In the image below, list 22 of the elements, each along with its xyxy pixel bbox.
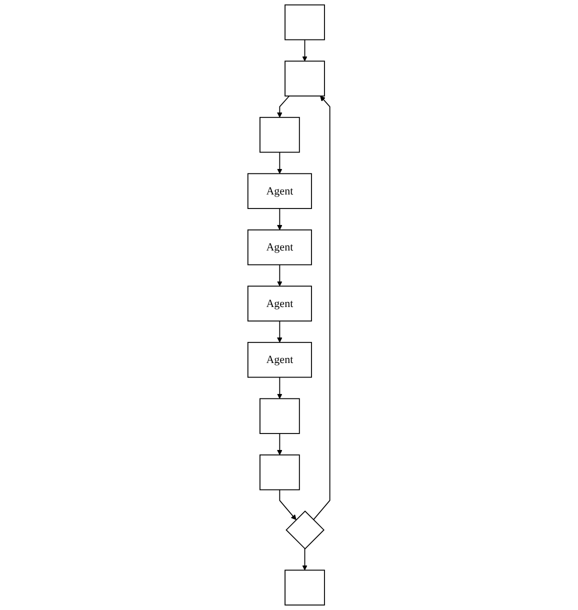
node-box <box>284 60 326 96</box>
node-box <box>260 454 300 490</box>
arrow <box>302 548 308 570</box>
arrow <box>277 208 283 230</box>
node-diamond <box>286 510 325 550</box>
arrow <box>277 264 283 286</box>
arrow <box>277 152 283 174</box>
node-box <box>284 4 326 40</box>
node-box <box>260 116 300 153</box>
node-box: Agent <box>248 173 312 209</box>
node-box: Agent <box>248 286 312 322</box>
arrow <box>277 320 283 343</box>
arrow <box>277 433 283 456</box>
arrow <box>302 39 308 62</box>
node-box <box>284 570 326 606</box>
arrow <box>279 489 296 520</box>
node-box: Agent <box>248 229 312 266</box>
arrow <box>277 96 290 118</box>
node-box <box>260 398 300 434</box>
arrow <box>313 96 330 520</box>
node-box: Agent <box>248 342 312 378</box>
arrow <box>277 376 283 399</box>
